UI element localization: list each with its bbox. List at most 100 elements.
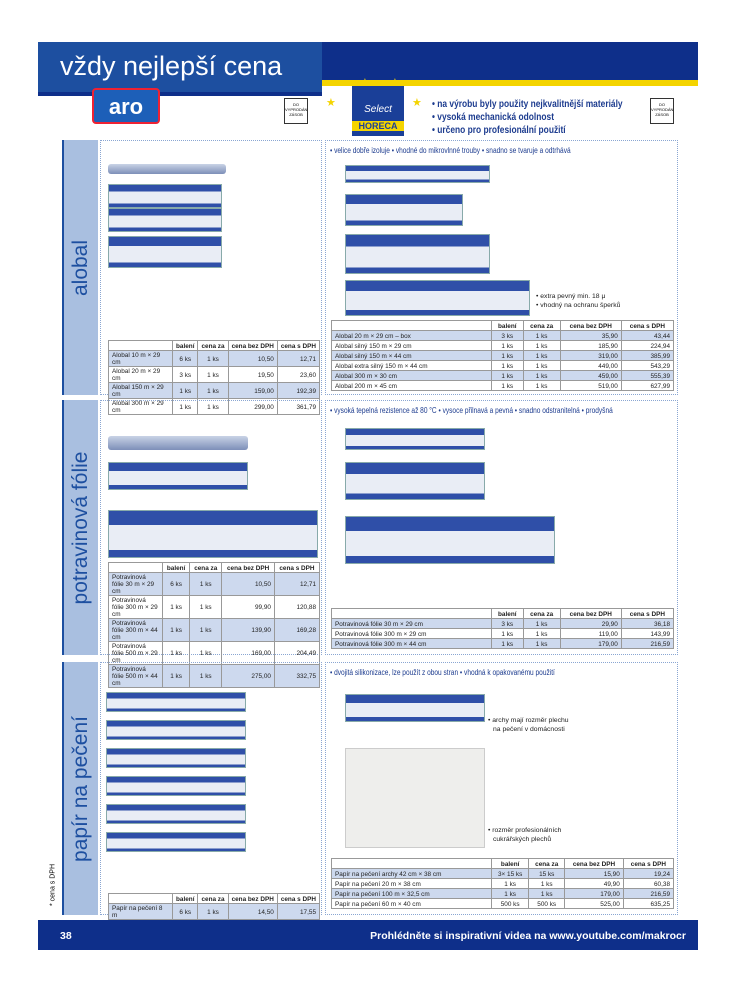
table-cell: 627,99 bbox=[620, 380, 675, 391]
table-cell: 159,00 bbox=[227, 382, 278, 399]
table-cell: 1 ks bbox=[490, 888, 530, 899]
table-cell: 15 ks bbox=[528, 868, 566, 879]
column-header: cena s DPH bbox=[276, 893, 321, 904]
product-note: • extra pevný min. 18 μ• vhodný na ochra… bbox=[536, 293, 621, 309]
table-cell: 216,59 bbox=[620, 638, 675, 649]
table-cell: 449,00 bbox=[559, 360, 622, 371]
column-header: cena za bbox=[197, 340, 229, 351]
table-cell: 1 ks bbox=[189, 595, 223, 619]
feature-list: • na výrobu byly použity nejkvalitnější … bbox=[432, 98, 623, 137]
table-cell: 275,00 bbox=[221, 664, 275, 688]
table-cell: 1 ks bbox=[522, 628, 561, 639]
table-cell: 1 ks bbox=[491, 638, 524, 649]
table-cell: Alobal 150 m × 29 cm bbox=[108, 382, 173, 399]
table-cell: 15,90 bbox=[564, 868, 624, 879]
table-cell: 1 ks bbox=[189, 641, 223, 665]
product-image bbox=[345, 194, 463, 226]
table-cell: 143,99 bbox=[620, 628, 675, 639]
product-image bbox=[345, 516, 555, 564]
product-image bbox=[345, 694, 485, 722]
table-cell: Papír na pečení 100 m × 32,5 cm bbox=[331, 888, 492, 899]
table-cell: 29,90 bbox=[559, 618, 622, 629]
product-image bbox=[106, 804, 246, 824]
product-image bbox=[345, 428, 485, 450]
table-cell: 1 ks bbox=[491, 370, 524, 381]
footer: 38 Prohlédněte si inspirativní videa na … bbox=[38, 920, 698, 950]
table-cell: 1 ks bbox=[522, 618, 561, 629]
table-cell: 500 ks bbox=[528, 898, 566, 909]
column-header bbox=[331, 608, 492, 619]
column-header: cena za bbox=[522, 608, 561, 619]
column-header: balení bbox=[171, 893, 199, 904]
product-image bbox=[345, 234, 490, 274]
table-cell: Potravinová fólie 30 m × 29 cm bbox=[331, 618, 492, 629]
table-cell: Papír na pečení 20 m × 38 cm bbox=[331, 878, 492, 889]
star-icon: ★ bbox=[412, 97, 422, 109]
table-cell: Alobal extra silný 150 m × 44 cm bbox=[331, 360, 492, 371]
table-cell: 1 ks bbox=[171, 398, 199, 415]
table-cell: 12,71 bbox=[276, 350, 321, 367]
feature-item: • vysoká mechanická odolnost bbox=[432, 111, 554, 123]
product-image bbox=[106, 692, 246, 712]
table-cell: 332,75 bbox=[273, 664, 321, 688]
table-cell: 60,38 bbox=[622, 878, 675, 889]
product-image bbox=[108, 510, 318, 558]
table-cell: Potravinová fólie 300 m × 44 cm bbox=[108, 618, 163, 642]
table-cell: 36,18 bbox=[620, 618, 675, 629]
column-header bbox=[331, 858, 492, 869]
aro-logo: aro bbox=[92, 88, 160, 124]
column-header: cena bez DPH bbox=[221, 562, 275, 573]
column-header bbox=[108, 340, 173, 351]
table-cell: 23,60 bbox=[276, 366, 321, 383]
section-tab-1: potravinová fólie bbox=[62, 400, 98, 655]
table-cell: 1 ks bbox=[161, 595, 191, 619]
product-image bbox=[108, 462, 248, 490]
table-cell: 1 ks bbox=[522, 638, 561, 649]
table-cell: 19,50 bbox=[227, 366, 278, 383]
table-cell: 224,94 bbox=[620, 340, 675, 351]
product-image bbox=[345, 748, 485, 848]
column-header: balení bbox=[161, 562, 191, 573]
table-cell: 35,90 bbox=[559, 330, 622, 341]
table-cell: 99,90 bbox=[221, 595, 275, 619]
vat-note: * cena s DPH bbox=[49, 863, 57, 907]
product-image bbox=[345, 165, 490, 183]
product-image bbox=[108, 436, 248, 450]
table-cell: 14,50 bbox=[227, 903, 278, 920]
table-cell: 3 ks bbox=[171, 366, 199, 383]
table-cell: Papír na pečení 60 m × 40 cm bbox=[331, 898, 492, 909]
product-image bbox=[106, 776, 246, 796]
table-cell: 385,99 bbox=[620, 350, 675, 361]
product-image bbox=[106, 748, 246, 768]
column-header: cena s DPH bbox=[276, 340, 321, 351]
table-cell: Alobal silný 150 m × 29 cm bbox=[331, 340, 492, 351]
footer-text: Prohlédněte si inspirativní videa na www… bbox=[370, 930, 686, 942]
table-cell: Alobal 20 m × 29 cm – box bbox=[331, 330, 492, 341]
product-image bbox=[108, 184, 222, 208]
column-header: cena za bbox=[189, 562, 223, 573]
table-cell: 319,00 bbox=[559, 350, 622, 361]
product-image bbox=[106, 720, 246, 740]
column-header: cena s DPH bbox=[622, 858, 675, 869]
table-cell: Papír na pečení 8 m bbox=[108, 903, 173, 920]
package-icon: DO VYPRODÁNÍ ZÁSOB bbox=[284, 98, 308, 124]
table-cell: 169,00 bbox=[221, 641, 275, 665]
table-cell: Alobal 300 m × 30 cm bbox=[331, 370, 492, 381]
table-cell: 12,71 bbox=[273, 572, 321, 596]
table-cell: 299,00 bbox=[227, 398, 278, 415]
table-cell: 1 ks bbox=[161, 664, 191, 688]
